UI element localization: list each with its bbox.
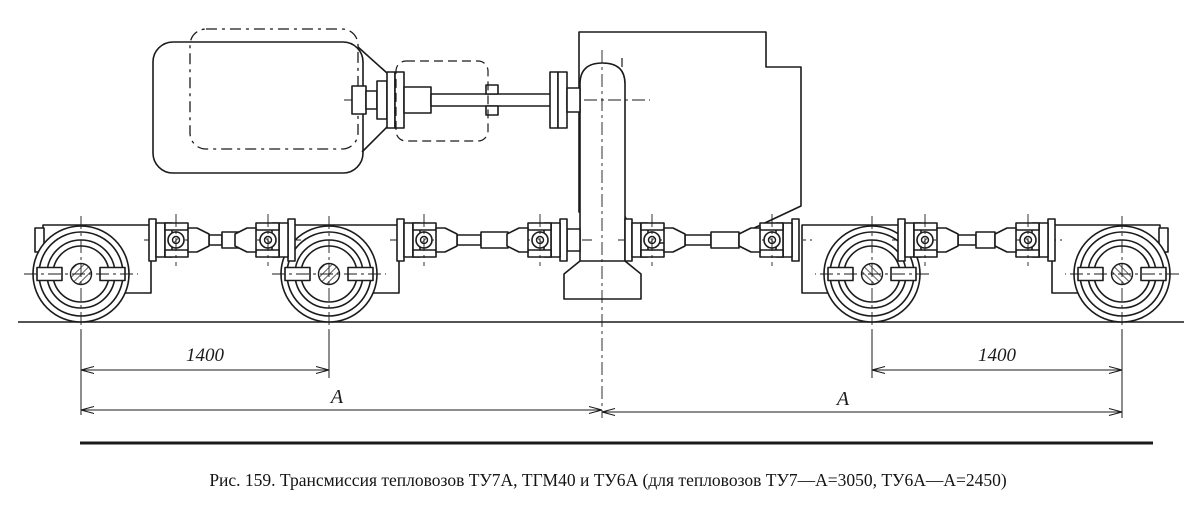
dimension-label-left-1400: 1400 (186, 345, 225, 366)
dimension-label-right-A: А (835, 388, 850, 410)
engine-cardan-shaft (344, 71, 650, 129)
cardan-shaft-3 (618, 213, 812, 267)
dimension-label-left-A: А (329, 386, 344, 408)
dimension-right-span-A: А (601, 388, 1123, 416)
dimension-left-span-A: А (80, 386, 603, 414)
dimension-left-wheelbase: 1400 (80, 330, 330, 415)
wheel-unit-1 (23, 215, 152, 339)
dimension-right-wheelbase: 1400 (871, 330, 1123, 418)
transfer-housing-dashed (395, 60, 489, 142)
cardan-shaft-1 (144, 213, 303, 267)
figure-caption: Рис. 159. Трансмиссия тепловозов ТУ7А, Т… (209, 470, 1007, 490)
engine-outline-dashed (189, 28, 359, 150)
gearbox-column (563, 62, 642, 300)
dimension-label-right-1400: 1400 (978, 345, 1017, 366)
cardan-shaft-4 (892, 213, 1062, 267)
wheel-unit-4 (1051, 215, 1180, 339)
cardan-shaft-2 (390, 213, 592, 267)
